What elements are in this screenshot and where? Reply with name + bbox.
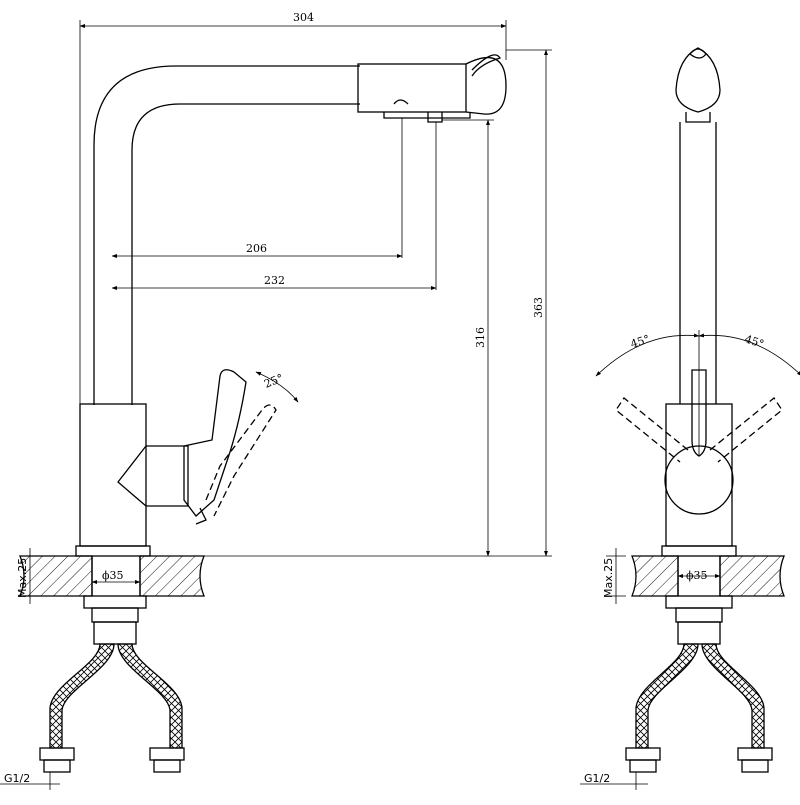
worktop-left xyxy=(19,555,93,597)
lever-right-rotated xyxy=(709,397,783,463)
lever-left-rotated xyxy=(615,397,689,463)
lever-handle xyxy=(183,369,247,517)
dim-height-outlet: 316 xyxy=(474,327,487,348)
worktop-right xyxy=(139,555,205,597)
front-view-dimensions xyxy=(580,330,800,790)
hose-front-right xyxy=(701,643,765,749)
dim-worktop-max: Max.25 xyxy=(16,558,29,598)
dim-worktop-max-front: Max.25 xyxy=(602,558,615,598)
dim-thread-front: G1/2 xyxy=(584,772,610,785)
side-view-dimensions xyxy=(0,20,552,790)
dim-reach-b: 232 xyxy=(264,274,285,287)
hose-fitting-right xyxy=(149,747,185,761)
lever-handle-rotated xyxy=(205,404,277,517)
hose-left xyxy=(49,643,115,749)
dim-hole-diameter: ϕ35 xyxy=(102,569,124,582)
spout-head-front xyxy=(675,47,721,113)
dim-width: 304 xyxy=(293,11,314,24)
dim-height-total: 363 xyxy=(532,297,545,318)
spout-head xyxy=(357,63,467,113)
body-base-ring xyxy=(75,545,151,557)
spout-inner-line xyxy=(131,103,360,405)
dim-swivel-left: 45° xyxy=(629,332,652,350)
dim-swivel-right: 45° xyxy=(743,332,766,350)
worktop-front-left xyxy=(631,555,679,597)
mounting-nut xyxy=(83,595,147,609)
dim-reach-a: 206 xyxy=(246,242,267,255)
dim-hole-diameter-front: ϕ35 xyxy=(686,569,708,582)
spout-outer-line xyxy=(93,65,360,405)
faucet-body xyxy=(79,403,147,547)
dim-lever-angle: 25° xyxy=(262,371,285,390)
side-view xyxy=(19,54,507,773)
hose-front-left xyxy=(635,643,699,749)
worktop-front-right xyxy=(719,555,785,597)
hose-right xyxy=(117,643,183,749)
dim-thread: G1/2 xyxy=(4,772,30,785)
hose-fitting-left xyxy=(39,747,75,761)
front-view xyxy=(615,47,785,773)
